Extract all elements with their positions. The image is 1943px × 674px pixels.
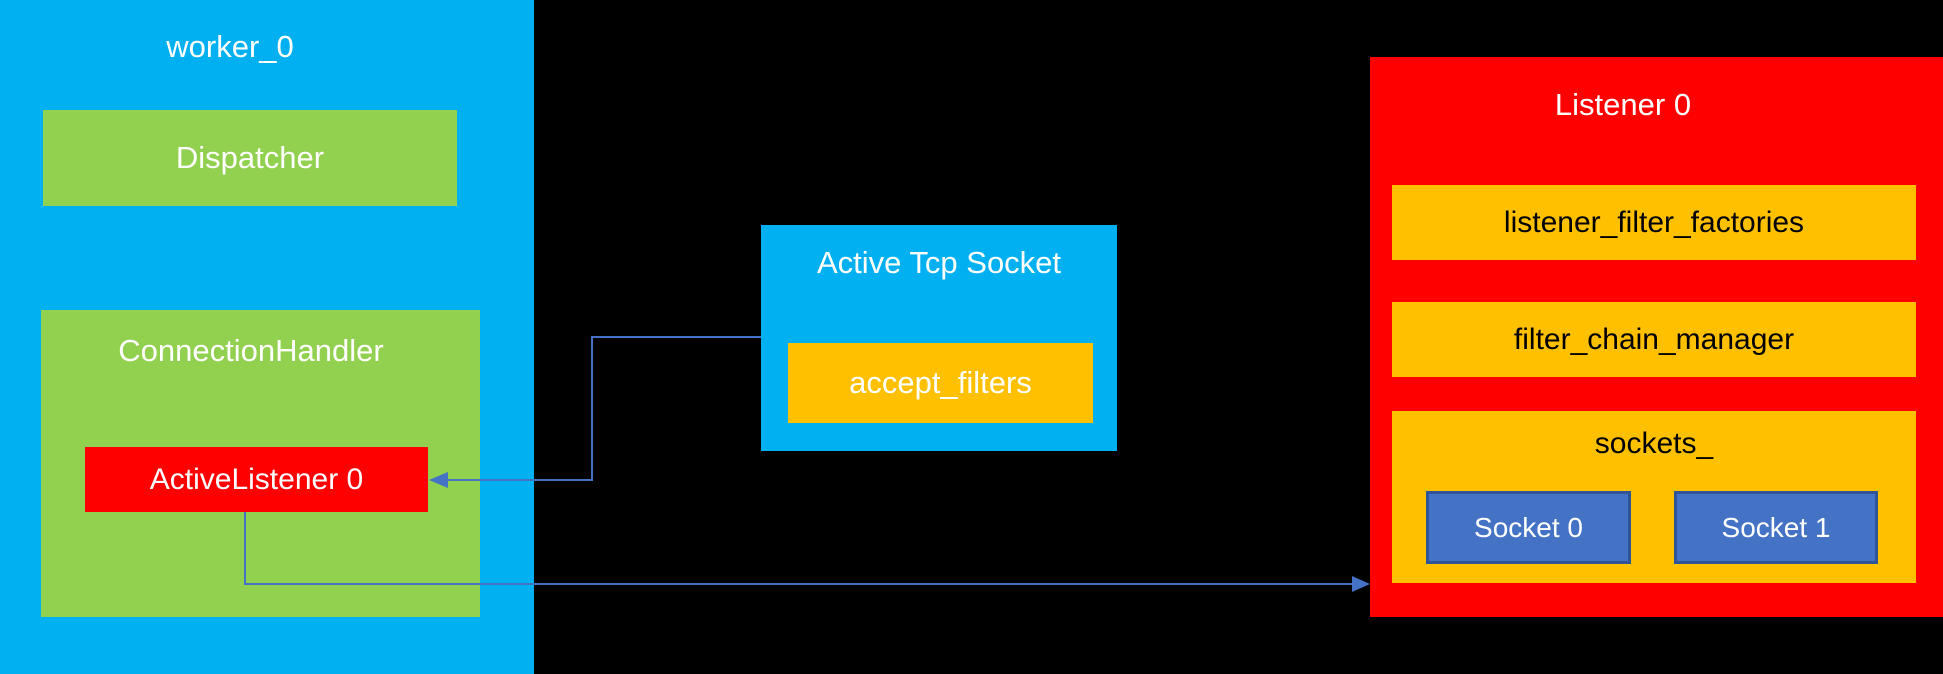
- active-listener-label: ActiveListener 0: [149, 462, 364, 496]
- worker-0-title: worker_0: [166, 29, 294, 64]
- active-listener-box: ActiveListener 0: [85, 447, 428, 512]
- accept-filters-box: accept_filters: [788, 343, 1093, 423]
- arrowhead-right-icon: [1352, 576, 1370, 592]
- dispatcher-label: Dispatcher: [175, 140, 325, 176]
- socket-1-label: Socket 1: [1721, 511, 1831, 543]
- filter-chain-manager-label: filter_chain_manager: [1513, 322, 1795, 356]
- listener-0-title: Listener 0: [1554, 87, 1692, 122]
- socket-0-label: Socket 0: [1474, 511, 1583, 543]
- listener-filter-factories-label: listener_filter_factories: [1503, 205, 1805, 239]
- socket-1-box: Socket 1: [1674, 491, 1878, 564]
- sockets-label: sockets_: [1594, 427, 1714, 460]
- accept-filters-label: accept_filters: [849, 365, 1032, 401]
- dispatcher-box: Dispatcher: [43, 110, 457, 206]
- socket-0-box: Socket 0: [1426, 491, 1631, 564]
- active-tcp-socket-title: Active Tcp Socket: [816, 245, 1062, 280]
- listener-filter-factories-box: listener_filter_factories: [1392, 185, 1916, 260]
- filter-chain-manager-box: filter_chain_manager: [1392, 302, 1916, 377]
- connection-handler-label: ConnectionHandler: [118, 333, 384, 368]
